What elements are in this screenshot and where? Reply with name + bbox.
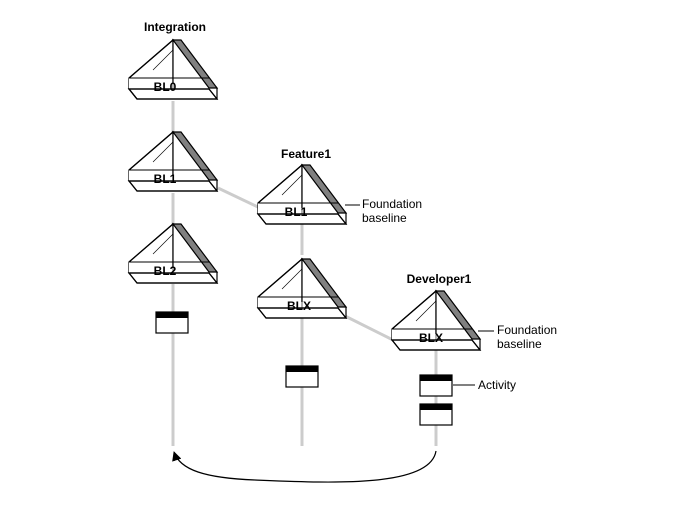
connectors (171, 101, 438, 446)
baseline-label-integration-bl0: BL0 (154, 80, 177, 94)
foundation-label-feature-line2: baseline (362, 211, 407, 225)
baseline-label-integration-bl1: BL1 (154, 172, 177, 186)
activity-icon-feature (285, 365, 319, 388)
deliver-arrow (172, 450, 437, 483)
feature-title: Feature1 (281, 147, 331, 161)
baseline-icon-developer-blx (390, 289, 482, 351)
connector-bl1-to-feature (217, 186, 261, 210)
baseline-icon-integration-bl2 (127, 222, 219, 284)
foundation-label-feature-line1: Foundation (362, 197, 422, 211)
foundation-label-developer-line2: baseline (497, 337, 542, 351)
foundation-label-developer-line1: Foundation (497, 323, 557, 337)
connector-blx-to-developer (344, 314, 394, 342)
baseline-icon-feature-blx (256, 257, 348, 319)
activity-icon-integration (155, 311, 189, 334)
integration-title: Integration (144, 20, 206, 34)
baseline-icon-feature-bl1 (256, 163, 348, 225)
activity-icon-developer-2 (419, 403, 453, 426)
developer-title: Developer1 (407, 272, 472, 286)
activity-label: Activity (478, 378, 516, 392)
baseline-icon-integration-bl0 (127, 38, 219, 100)
baseline-label-integration-bl2: BL2 (154, 264, 177, 278)
baseline-label-feature-bl1: BL1 (285, 205, 308, 219)
activity-icon-developer-1 (419, 374, 453, 397)
baseline-label-feature-blx: BLX (287, 299, 311, 313)
baseline-icon-integration-bl1 (127, 130, 219, 192)
baseline-label-developer-blx: BLX (419, 331, 443, 345)
